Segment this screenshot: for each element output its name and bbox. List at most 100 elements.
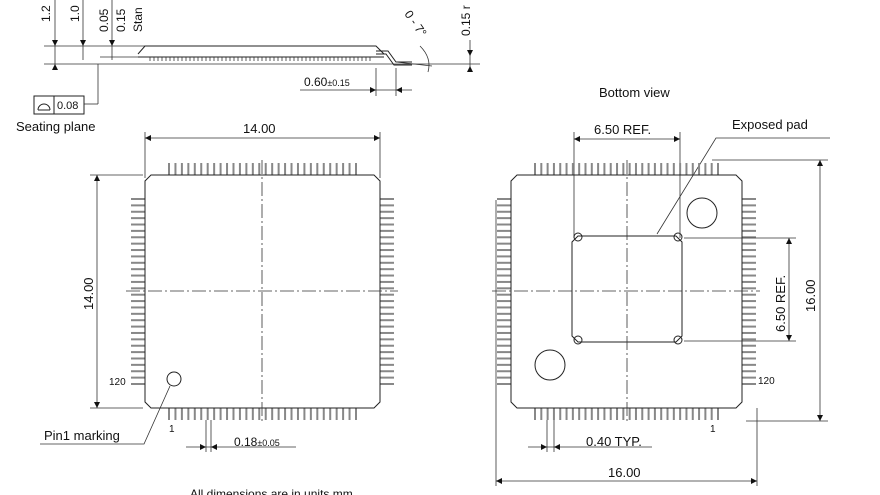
lead-pin: [131, 249, 145, 252]
lead-pin: [168, 408, 170, 420]
lead-pin: [238, 408, 241, 420]
lead-pin: [497, 236, 511, 239]
seating-plane-label: Seating plane: [16, 119, 96, 134]
lead-pin: [380, 306, 394, 309]
side-view: 1.2 1.0 0.05 0.15 Stan 0.15 r 0 - 7°: [39, 0, 480, 96]
lead-pin: [380, 210, 394, 213]
lead-pin: [131, 351, 145, 354]
lead-pin: [497, 344, 511, 347]
lead-pin: [679, 163, 682, 175]
arrow: [817, 415, 823, 421]
lead-pin: [497, 319, 511, 322]
lead-pin: [742, 242, 756, 245]
lead-pin: [284, 408, 287, 420]
lead-pin: [584, 163, 587, 175]
arrow: [52, 40, 58, 46]
lead-pin: [666, 408, 669, 420]
lead-pin: [380, 357, 394, 360]
lead-pin: [264, 163, 267, 175]
lead-pin: [742, 383, 756, 385]
lead-pin: [584, 408, 587, 420]
side-lead: [376, 50, 412, 63]
lead-pin: [329, 163, 332, 175]
lead-pin: [742, 344, 756, 347]
lead-pin: [742, 249, 756, 252]
pad-corner: [573, 335, 583, 345]
lead-pin: [497, 331, 511, 334]
lead-pin: [552, 408, 555, 420]
body-width-dim: 16.00: [608, 465, 641, 480]
arrow: [94, 175, 100, 181]
lead-pin: [497, 249, 511, 252]
exposed-pad-label: Exposed pad: [732, 117, 808, 132]
lead-pin: [698, 408, 701, 420]
lead-pin: [131, 236, 145, 239]
lead-pin: [219, 408, 222, 420]
lead-pin: [303, 163, 306, 175]
angle-line: [395, 61, 433, 67]
lead-pin: [571, 408, 574, 420]
angle-arc: [419, 45, 430, 73]
lead-pin: [131, 217, 145, 220]
arrow: [786, 238, 792, 244]
lead-pin: [742, 204, 756, 207]
lead-pin: [316, 408, 319, 420]
lead-pin: [653, 163, 656, 175]
lead-pin: [603, 163, 606, 175]
lead-pin: [742, 255, 756, 258]
lead-pin: [131, 204, 145, 207]
lead-pin: [691, 408, 694, 420]
lead-length-dim: 0.60±0.15: [304, 75, 350, 89]
lead-pin: [348, 163, 351, 175]
lead-pin: [578, 408, 581, 420]
lead-pin: [534, 408, 536, 420]
lead-pin: [622, 163, 625, 175]
lead-pin: [187, 163, 190, 175]
lead-pin: [380, 319, 394, 322]
lead-pin: [497, 198, 511, 200]
ejector-mark: [534, 349, 566, 381]
lead-pin: [609, 163, 612, 175]
lead-pin: [742, 210, 756, 213]
lead-pin: [277, 408, 280, 420]
lead-pin: [206, 408, 209, 420]
lead-pin: [660, 163, 663, 175]
lead-pin: [380, 338, 394, 341]
lead-pin: [245, 408, 248, 420]
lead-pin: [380, 363, 394, 366]
lead-pin: [131, 300, 145, 303]
lead-pin: [131, 319, 145, 322]
lead-pin: [742, 338, 756, 341]
lead-pin: [296, 163, 299, 175]
lead-pin: [497, 376, 511, 379]
lead-pin: [131, 293, 145, 296]
lead-pin: [380, 204, 394, 207]
lead-pin: [628, 408, 631, 420]
side-body-top: [137, 45, 385, 55]
lead-pin: [672, 163, 675, 175]
lead-pin: [187, 408, 190, 420]
arrow: [554, 444, 560, 450]
lead-pin: [685, 408, 688, 420]
pad-corner: [673, 232, 683, 242]
lead-pin: [497, 338, 511, 341]
lead-pin: [213, 163, 216, 175]
top-pin1-label: 1: [169, 424, 175, 435]
lead-pin: [609, 408, 612, 420]
pad-leader: [656, 137, 830, 235]
bottom-view: Bottom view 6.50 REF. Exposed pad 120 1: [492, 85, 830, 486]
lead-pin: [271, 163, 274, 175]
lead-pin: [571, 163, 574, 175]
lead-pin: [131, 357, 145, 360]
pin1-marking-label: Pin1 marking: [44, 428, 120, 443]
lead-pin: [131, 344, 145, 347]
lead-pin: [742, 319, 756, 322]
bottom-pin120-label: 120: [758, 376, 775, 387]
lead-pin: [296, 408, 299, 420]
arrow: [467, 50, 473, 56]
lead-pin: [742, 261, 756, 264]
lead-pin: [497, 306, 511, 309]
lead-pin: [206, 163, 209, 175]
pad-corner: [573, 232, 583, 242]
arrow: [786, 335, 792, 341]
